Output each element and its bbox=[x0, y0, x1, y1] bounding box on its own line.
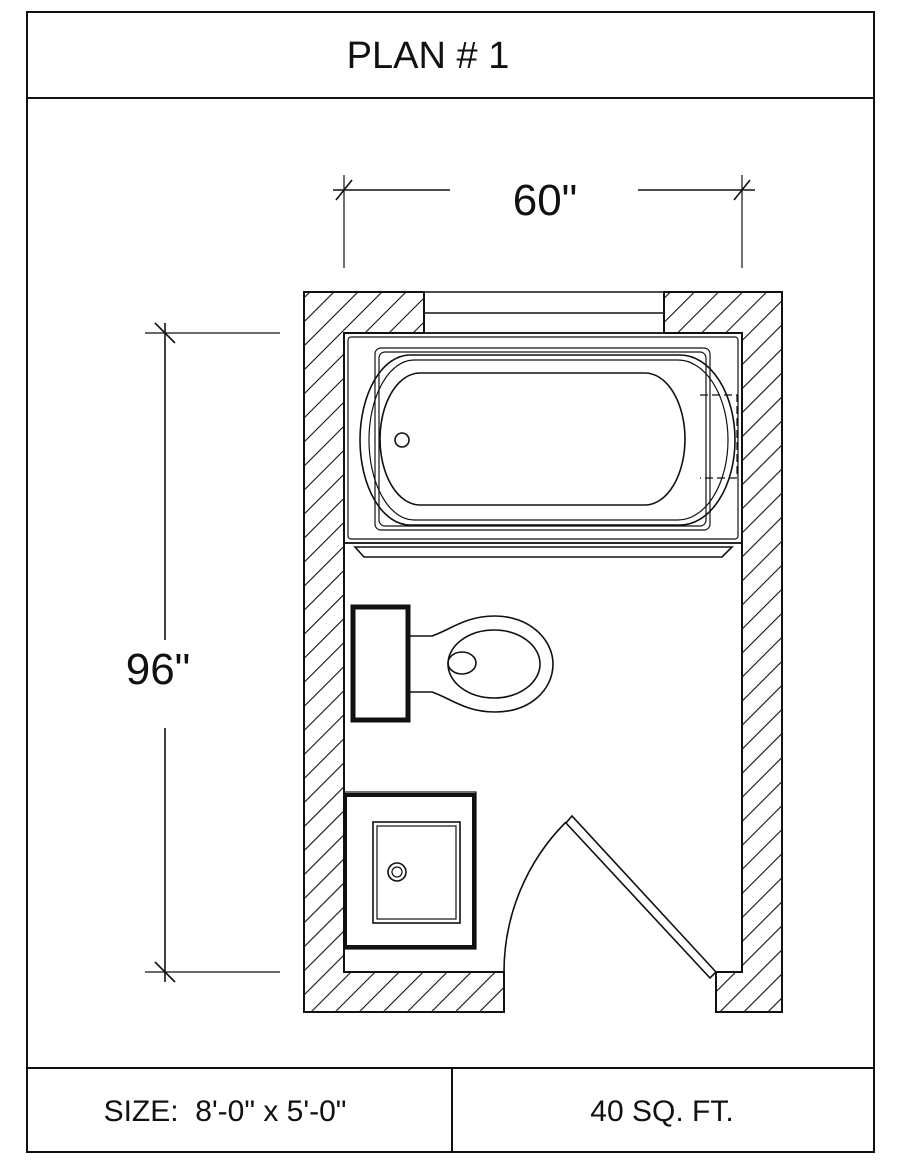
height-dimension-label: 96" bbox=[126, 645, 191, 694]
sheet-border bbox=[26, 11, 875, 1153]
width-dimension-label: 60" bbox=[513, 176, 578, 225]
bathtub bbox=[343, 332, 743, 558]
size-label: SIZE: 8'-0" x 5'-0" bbox=[104, 1095, 347, 1128]
height-dimension: 96" bbox=[126, 322, 280, 983]
toilet bbox=[350, 604, 554, 723]
width-dimension: 60" bbox=[333, 175, 755, 268]
window bbox=[424, 291, 664, 334]
plan-title: PLAN # 1 bbox=[347, 35, 510, 77]
tub-drain-icon bbox=[394, 432, 410, 448]
area-label: 40 SQ. FT. bbox=[590, 1095, 733, 1128]
vanity-sink bbox=[343, 791, 477, 950]
door bbox=[503, 814, 718, 980]
sink-drain-icon bbox=[387, 862, 407, 882]
